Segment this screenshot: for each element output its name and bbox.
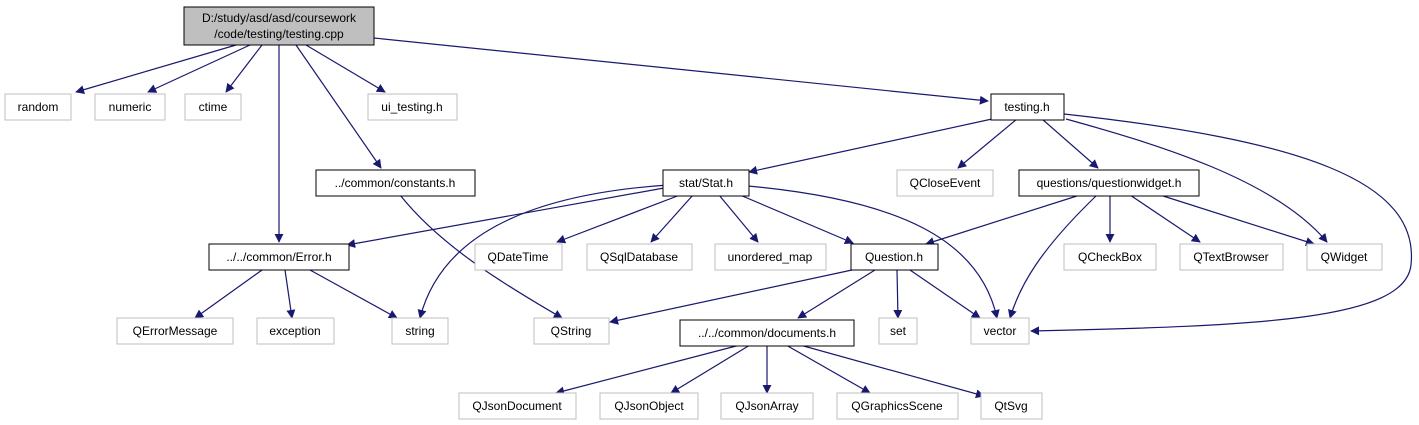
node-qerrormessage[interactable]: QErrorMessage: [116, 317, 234, 345]
svg-text:Question.h: Question.h: [865, 250, 923, 264]
svg-text:testing.h: testing.h: [1004, 100, 1049, 114]
node-ui-testing-h[interactable]: ui_testing.h: [367, 93, 458, 121]
edge-stat-unordered-map: [718, 194, 759, 243]
node-question-h[interactable]: Question.h: [850, 243, 939, 271]
svg-text:../../common/Error.h: ../../common/Error.h: [226, 250, 331, 264]
node-constants-h[interactable]: ../common/constants.h: [315, 169, 476, 197]
node-qwidget[interactable]: QWidget: [1306, 243, 1383, 271]
edge-questionwidget-question: [925, 194, 1081, 246]
edge-documents-qtsvg: [799, 344, 985, 399]
node-stat-h[interactable]: stat/Stat.h: [662, 169, 750, 197]
svg-text:QString: QString: [551, 324, 592, 338]
svg-text:QErrorMessage: QErrorMessage: [133, 324, 218, 338]
edge-stat-qsqldatabase: [650, 194, 694, 243]
svg-text:numeric: numeric: [109, 100, 152, 114]
edge-testing-cpp-testing-h: [373, 37, 989, 105]
node-exception[interactable]: exception: [256, 317, 335, 345]
node-testing-cpp-line1: D:/study/asd/asd/coursework: [202, 11, 357, 25]
node-qjsonarray[interactable]: QJsonArray: [720, 392, 814, 420]
edge-questionwidget-qwidget: [1159, 194, 1315, 246]
node-error-h[interactable]: ../../common/Error.h: [208, 243, 350, 271]
edge-error-exception: [284, 269, 296, 319]
node-string[interactable]: string: [391, 317, 449, 345]
node-qjsonobject[interactable]: QJsonObject: [599, 392, 699, 420]
svg-text:QSqlDatabase: QSqlDatabase: [600, 250, 678, 264]
edge-testing-h-qcloseevent: [957, 118, 1018, 169]
edge-questionwidget-qtextbrowser: [1129, 194, 1201, 243]
edge-error-string: [309, 269, 398, 319]
node-set[interactable]: set: [878, 317, 918, 345]
node-ctime[interactable]: ctime: [184, 93, 242, 121]
node-testing-cpp[interactable]: D:/study/asd/asd/coursework /code/testin…: [183, 6, 375, 46]
node-random[interactable]: random: [4, 93, 72, 121]
edge-stat-question: [739, 194, 854, 244]
edge-constants-qstring: [399, 194, 563, 319]
edges: [75, 37, 1413, 399]
edge-stat-string: [417, 184, 669, 319]
edge-question-qstring: [609, 269, 853, 325]
edge-testing-cpp-random: [75, 44, 237, 95]
edge-testing-h-vector: [1030, 113, 1413, 336]
node-testing-cpp-line2: /code/testing/testing.cpp: [214, 27, 344, 41]
node-qtsvg[interactable]: QtSvg: [980, 392, 1043, 420]
svg-text:stat/Stat.h: stat/Stat.h: [679, 176, 733, 190]
node-qgraphicsscene[interactable]: QGraphicsScene: [836, 392, 959, 420]
svg-text:set: set: [890, 324, 907, 338]
edge-testing-h-questionwidget: [1041, 118, 1099, 169]
node-qdatetime[interactable]: QDateTime: [474, 243, 563, 271]
edge-testing-cpp-ctime: [225, 44, 263, 93]
node-qtextbrowser[interactable]: QTextBrowser: [1179, 243, 1284, 271]
edge-question-vector: [909, 269, 981, 319]
svg-text:unordered_map: unordered_map: [728, 250, 813, 264]
edge-documents-qgraphicsscene: [785, 344, 871, 394]
node-unordered-map[interactable]: unordered_map: [714, 243, 827, 271]
node-qsqldatabase[interactable]: QSqlDatabase: [586, 243, 693, 271]
edge-testing-h-stat: [748, 118, 993, 175]
node-numeric[interactable]: numeric: [94, 93, 166, 121]
node-qcheckbox[interactable]: QCheckBox: [1063, 243, 1157, 271]
svg-text:random: random: [18, 100, 59, 114]
edge-testing-cpp-ui-testing: [305, 44, 386, 93]
svg-text:exception: exception: [269, 324, 320, 338]
svg-text:QCheckBox: QCheckBox: [1078, 250, 1142, 264]
svg-text:ctime: ctime: [199, 100, 228, 114]
node-qstring[interactable]: QString: [533, 317, 610, 345]
svg-text:vector: vector: [984, 324, 1017, 338]
edge-testing-cpp-numeric: [147, 44, 251, 93]
node-vector[interactable]: vector: [970, 317, 1030, 345]
edge-stat-vector: [747, 185, 1000, 319]
node-documents-h[interactable]: ../../common/documents.h: [679, 319, 855, 347]
node-qjsondocument[interactable]: QJsonDocument: [458, 392, 577, 420]
svg-text:../../common/documents.h: ../../common/documents.h: [698, 326, 836, 340]
edge-error-qerrormessage: [194, 269, 263, 319]
svg-text:ui_testing.h: ui_testing.h: [381, 100, 442, 114]
svg-text:QJsonDocument: QJsonDocument: [472, 399, 562, 413]
svg-text:QWidget: QWidget: [1321, 250, 1368, 264]
edge-documents-qjsondocument: [555, 344, 741, 396]
svg-text:string: string: [405, 324, 434, 338]
svg-text:QJsonArray: QJsonArray: [735, 399, 798, 413]
edge-stat-qdatetime: [556, 194, 681, 244]
edge-question-set: [893, 269, 903, 319]
svg-text:QDateTime: QDateTime: [488, 250, 549, 264]
svg-text:QTextBrowser: QTextBrowser: [1193, 250, 1268, 264]
node-testing-h[interactable]: testing.h: [990, 93, 1065, 121]
node-questionwidget-h[interactable]: questions/questionwidget.h: [1018, 169, 1200, 197]
svg-text:QJsonObject: QJsonObject: [614, 399, 684, 413]
node-qcloseevent[interactable]: QCloseEvent: [896, 169, 994, 197]
edge-stat-error: [346, 187, 665, 248]
edge-documents-qjsonobject: [670, 344, 751, 394]
edge-question-documents: [797, 269, 876, 319]
svg-text:../common/constants.h: ../common/constants.h: [335, 176, 456, 190]
svg-text:questions/questionwidget.h: questions/questionwidget.h: [1037, 176, 1182, 190]
edge-testing-h-qwidget: [1065, 118, 1328, 243]
svg-text:QCloseEvent: QCloseEvent: [910, 176, 981, 190]
edge-questionwidget-vector: [1008, 194, 1098, 319]
svg-text:QGraphicsScene: QGraphicsScene: [851, 399, 943, 413]
edge-testing-cpp-constants: [295, 44, 382, 169]
svg-text:QtSvg: QtSvg: [994, 399, 1027, 413]
